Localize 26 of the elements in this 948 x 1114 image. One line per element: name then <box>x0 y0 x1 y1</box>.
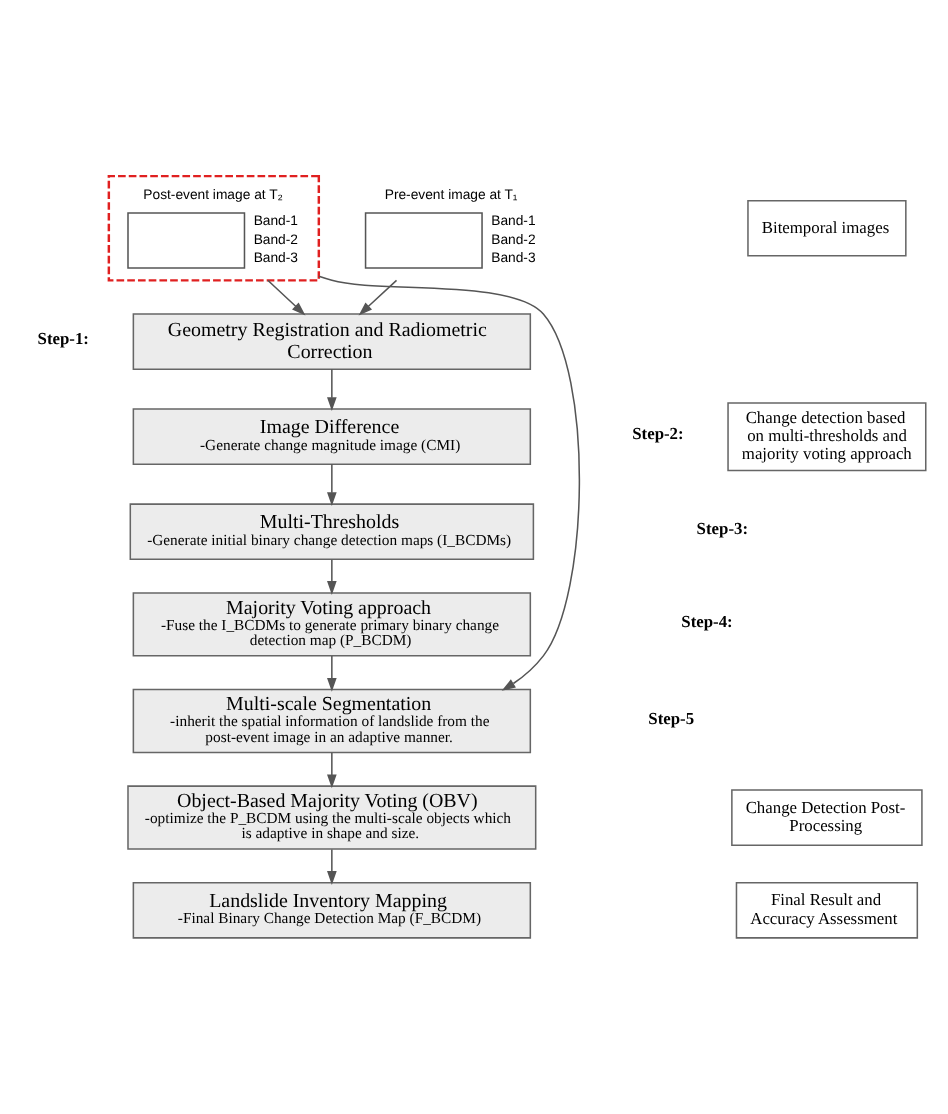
node-box: Image Difference -Generate change magnitude image (CMI) <box>132 408 532 466</box>
arrow <box>318 275 581 691</box>
arrow <box>327 655 337 692</box>
label: Step-1: <box>37 328 89 349</box>
node-box: Change detection based on multi-thresholds and majority voting approach <box>727 402 927 472</box>
label: Step-5 <box>648 707 695 728</box>
arrow <box>327 463 337 506</box>
arrow <box>267 279 306 316</box>
node-box: Majority Voting approach -Fuse the I_BCDMs to generate primary binary change detection map (P_BCDM) <box>132 592 532 657</box>
label: Step-2: <box>632 423 684 444</box>
node-box: Object-Based Majority Voting (OBV) -optimize the P_BCDM using the multi-scale objects which is adaptive in shape and size. <box>127 785 537 850</box>
label: Step-3: <box>696 518 748 539</box>
arrow <box>327 751 337 789</box>
node-box: Change Detection Post-Processing <box>731 789 923 846</box>
arrow <box>327 558 337 595</box>
arrow <box>327 368 337 411</box>
node-box: Final Result and Accuracy Assessment <box>735 881 919 939</box>
node-box: Multi-Thresholds -Generate initial binary change detection maps (I_BCDMs) <box>129 503 535 561</box>
node-box: Bitemporal images <box>747 199 907 257</box>
node-box: Landslide Inventory Mapping -Final Binary Change Detection Map (F_BCDM) <box>132 881 532 939</box>
arrow <box>327 848 337 885</box>
node-box: Multi-scale Segmentation -inherit the spatial information of landslide from the post-event image in an adaptive manner. <box>132 688 532 754</box>
arrow <box>358 279 398 316</box>
node-box: Geometry Registration and Radiometric Correction <box>132 313 532 370</box>
label: Step-4: <box>681 611 733 632</box>
node-box <box>364 212 483 269</box>
